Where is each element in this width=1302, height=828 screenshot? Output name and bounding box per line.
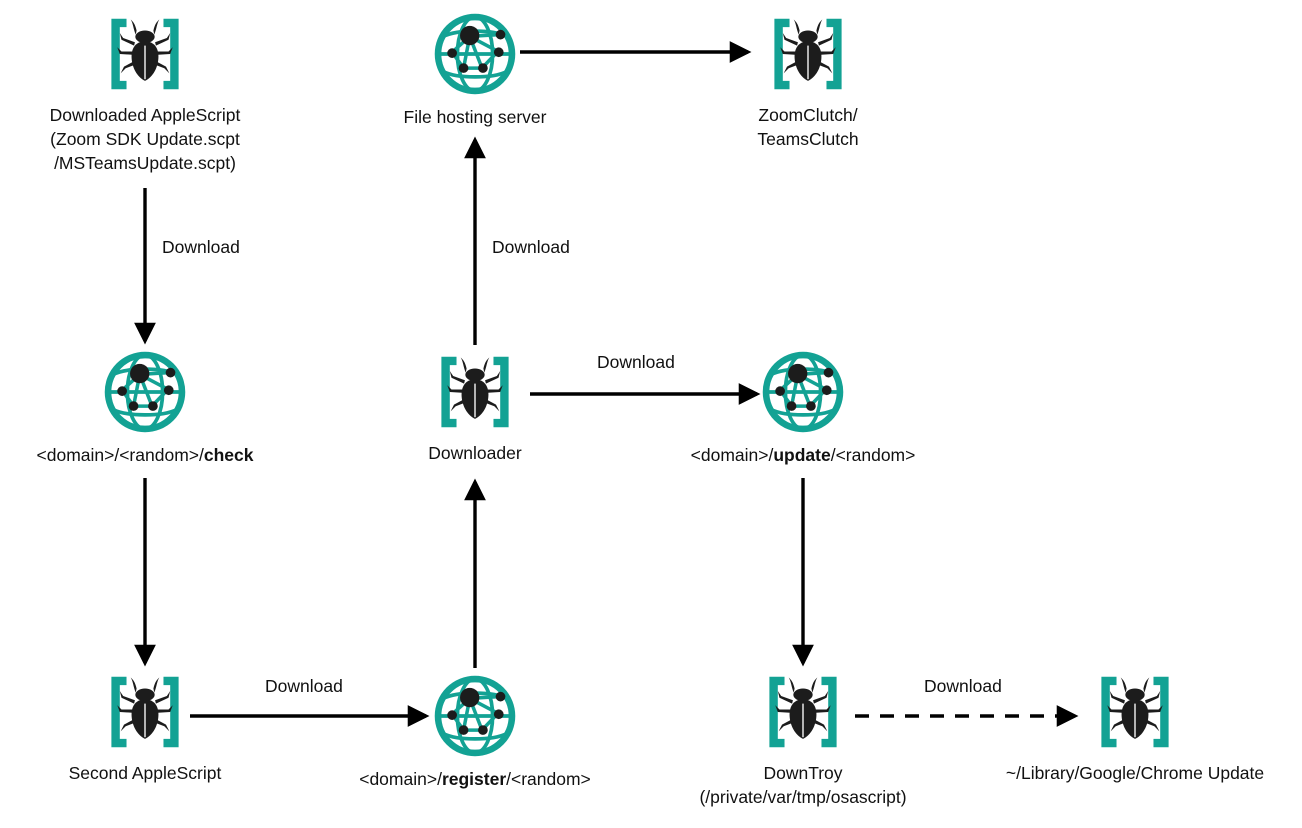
label-line-1: DownTroy (763, 763, 843, 783)
edge-label-second-to-register: Download (265, 676, 343, 696)
label-update-bold: update (773, 445, 831, 465)
bug-bracket-icon (95, 670, 195, 754)
network-globe-icon (101, 348, 189, 436)
node-label-domain-random-check: <domain>/<random>/check (37, 443, 254, 467)
network-globe-icon (759, 348, 847, 436)
node-file-hosting-server[interactable]: File hosting server (404, 10, 547, 129)
bug-bracket-icon (1085, 670, 1185, 754)
node-downtroy[interactable]: DownTroy (/private/var/tmp/osascript) (699, 670, 907, 809)
network-globe-icon (431, 10, 519, 98)
edge-label-downloader-to-update: Download (597, 352, 675, 372)
label-register-suffix: /<random> (506, 769, 591, 789)
node-downloader[interactable]: Downloader (425, 350, 525, 465)
label-line-1: Downloader (428, 443, 522, 463)
bug-bracket-icon (95, 12, 195, 96)
bug-bracket-icon (758, 12, 858, 96)
node-label-domain-register-random: <domain>/register/<random> (359, 767, 591, 791)
node-downloaded-applescript[interactable]: Downloaded AppleScript (Zoom SDK Update.… (45, 12, 245, 175)
node-label-domain-update-random: <domain>/update/<random> (691, 443, 916, 467)
label-update-prefix: <domain>/ (690, 445, 774, 465)
node-label-chrome-update: ~/Library/Google/Chrome Update (1006, 761, 1264, 785)
label-check-bold: check (203, 445, 254, 465)
node-domain-register-random[interactable]: <domain>/register/<random> (359, 672, 591, 791)
label-line-1: ~/Library/Google/Chrome Update (1005, 763, 1265, 783)
edge-label-applescript-to-check: Download (162, 237, 240, 257)
node-label-file-hosting-server: File hosting server (404, 105, 547, 129)
node-second-applescript[interactable]: Second AppleScript (69, 670, 221, 785)
label-line-1: File hosting server (403, 107, 547, 127)
node-label-downloader: Downloader (428, 441, 521, 465)
bug-bracket-icon (425, 350, 525, 434)
node-label-second-applescript: Second AppleScript (69, 761, 222, 785)
node-chrome-update[interactable]: ~/Library/Google/Chrome Update (1006, 670, 1264, 785)
label-line-1: ZoomClutch/ (758, 105, 858, 125)
node-label-downtroy: DownTroy (/private/var/tmp/osascript) (699, 761, 906, 809)
label-line-2: (Zoom SDK Update.scpt (50, 129, 240, 150)
label-register-prefix: <domain>/ (359, 769, 442, 789)
edge-label-downtroy-to-chrome: Download (924, 676, 1002, 696)
label-line-1: Second AppleScript (68, 763, 222, 783)
label-update-suffix: /<random> (830, 445, 916, 465)
edge-label-downloader-to-server: Download (492, 237, 570, 257)
network-globe-icon (431, 672, 519, 760)
label-line-3: /MSTeamsUpdate.scpt) (54, 153, 236, 174)
node-zoomclutch-teamsclutch[interactable]: ZoomClutch/ TeamsClutch (735, 12, 881, 151)
label-line-2: TeamsClutch (757, 129, 859, 150)
label-line-1: Downloaded AppleScript (49, 105, 241, 125)
bug-bracket-icon (753, 670, 853, 754)
node-domain-update-random[interactable]: <domain>/update/<random> (691, 348, 915, 467)
label-check-prefix: <domain>/<random>/ (36, 445, 204, 465)
node-label-zoomclutch-teamsclutch: ZoomClutch/ TeamsClutch (757, 103, 858, 151)
label-line-2: (/private/var/tmp/osascript) (699, 787, 907, 808)
node-domain-random-check[interactable]: <domain>/<random>/check (37, 348, 253, 467)
label-register-bold: register (441, 769, 507, 789)
node-label-downloaded-applescript: Downloaded AppleScript (Zoom SDK Update.… (50, 103, 241, 175)
